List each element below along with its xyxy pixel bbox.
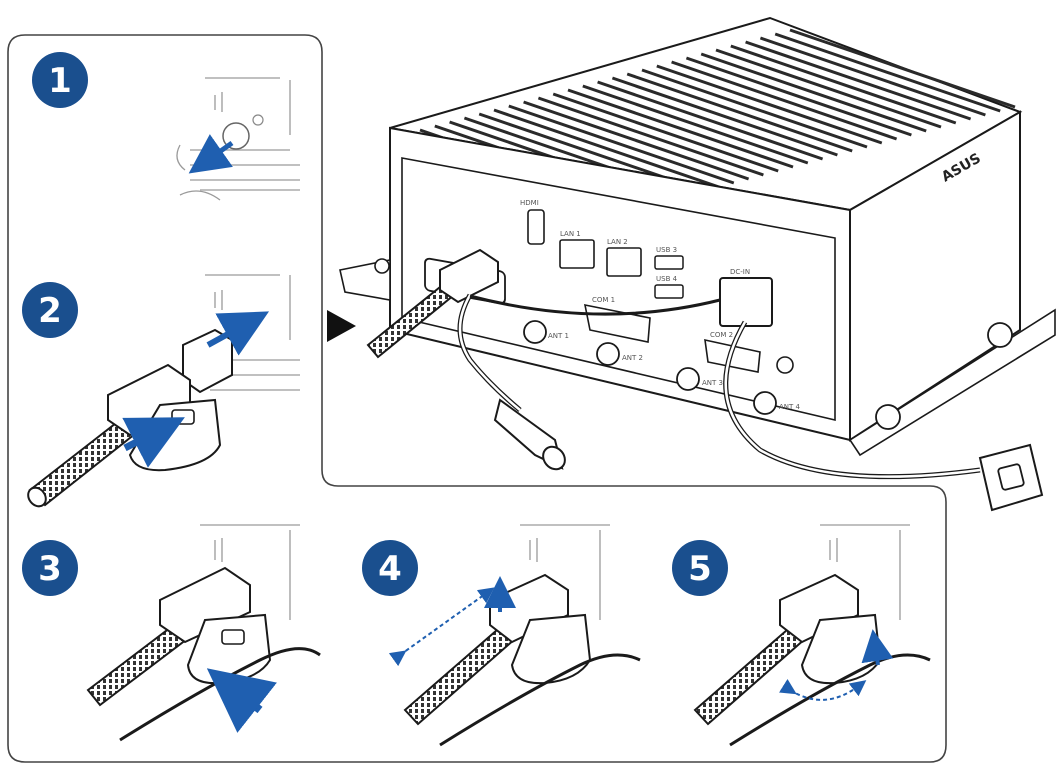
heatsink-fin <box>508 104 735 185</box>
heatsink-fin <box>759 36 986 117</box>
dc-in-terminal <box>719 277 773 327</box>
step-2-number: 2 <box>38 291 62 331</box>
step-2-screw-hole <box>249 312 261 324</box>
push-arrow <box>188 134 234 174</box>
heatsink-fin <box>685 56 912 137</box>
antenna-connector-3 <box>676 367 700 391</box>
port-label: LAN 1 <box>560 230 581 238</box>
heatsink-fin <box>597 80 824 161</box>
heatsink-fin <box>626 72 853 153</box>
push-arrow <box>122 417 185 468</box>
heatsink-fin <box>715 48 942 129</box>
step-4-illustration: 4 <box>362 524 641 747</box>
port-label: USB 4 <box>656 275 678 283</box>
heatsink-fin <box>671 60 898 141</box>
usb-port-3 <box>654 255 684 270</box>
port-label: COM 2 <box>710 331 733 339</box>
rotate-arrow <box>778 678 867 701</box>
installed-tie-head <box>439 248 499 304</box>
hdmi-port <box>527 209 545 245</box>
push-arrow <box>861 629 894 666</box>
step-3-badge: 3 <box>22 540 78 596</box>
heatsink-fin <box>656 64 883 145</box>
port-label: ANT 4 <box>779 403 801 411</box>
heatsink-fin <box>537 96 764 177</box>
port-label: HDMI <box>520 199 539 207</box>
heatsink-fin <box>745 40 972 121</box>
port-label: ANT 1 <box>548 332 569 340</box>
step-4-number: 4 <box>378 549 402 589</box>
push-arrow <box>206 668 277 733</box>
port-label: ANT 2 <box>622 354 643 362</box>
step-4-badge: 4 <box>362 540 418 596</box>
step-1-screw-hole <box>252 114 264 126</box>
heatsink-fin <box>493 108 720 189</box>
step-5-badge: 5 <box>672 540 728 596</box>
lan-port-1 <box>559 239 595 269</box>
step-2-chassis-detail <box>200 274 300 391</box>
step-3-number: 3 <box>38 549 62 589</box>
heatsink-fin <box>567 88 794 169</box>
step-1-illustration: 1 <box>32 52 300 201</box>
antenna-connector-1 <box>523 320 547 344</box>
port-labels: HDMI LAN 1 LAN 2 USB 3 USB 4 COM 1 COM 2 ANT 1 A… <box>520 199 801 411</box>
step-5-number: 5 <box>688 549 712 589</box>
port-label: COM 1 <box>592 296 615 304</box>
step-2-illustration: 2 <box>22 274 300 508</box>
power-button <box>776 356 794 374</box>
flange-screw <box>875 404 901 430</box>
step-5-illustration: 5 <box>672 524 931 747</box>
device-side-panel <box>849 110 1021 442</box>
usb-port-4 <box>654 284 684 299</box>
antenna-connector-2 <box>596 342 620 366</box>
port-label: DC-IN <box>730 268 750 276</box>
heatsink-fin <box>582 84 809 165</box>
port-label: ANT 3 <box>702 379 723 387</box>
heatsink-fin <box>789 28 1016 109</box>
heatsink-fin <box>611 76 838 157</box>
step-1-number: 1 <box>48 61 72 101</box>
step-2-badge: 2 <box>22 282 78 338</box>
push-arrow <box>206 311 270 356</box>
antenna-connector-4 <box>753 391 777 415</box>
flange-screw <box>987 322 1013 348</box>
heatsink-fin <box>523 100 750 181</box>
heatsink-fin <box>552 92 779 173</box>
step-5-tie-head <box>779 573 859 644</box>
step-3-tie-head <box>159 566 251 644</box>
step-1-badge: 1 <box>32 52 88 108</box>
port-label: USB 3 <box>656 246 677 254</box>
heatsink-fin <box>730 44 957 125</box>
heatsink-fin <box>774 32 1001 113</box>
steps-panel-border <box>7 34 947 763</box>
step-3-illustration: 3 <box>22 524 321 742</box>
step-1-chassis-detail <box>176 77 300 201</box>
lan-port-2 <box>606 247 642 277</box>
pointer-triangle-icon <box>327 310 356 342</box>
slide-arrow <box>388 587 495 667</box>
heatsink-fin <box>700 52 927 133</box>
port-label: LAN 2 <box>607 238 628 246</box>
heatsink-fin <box>641 68 868 149</box>
